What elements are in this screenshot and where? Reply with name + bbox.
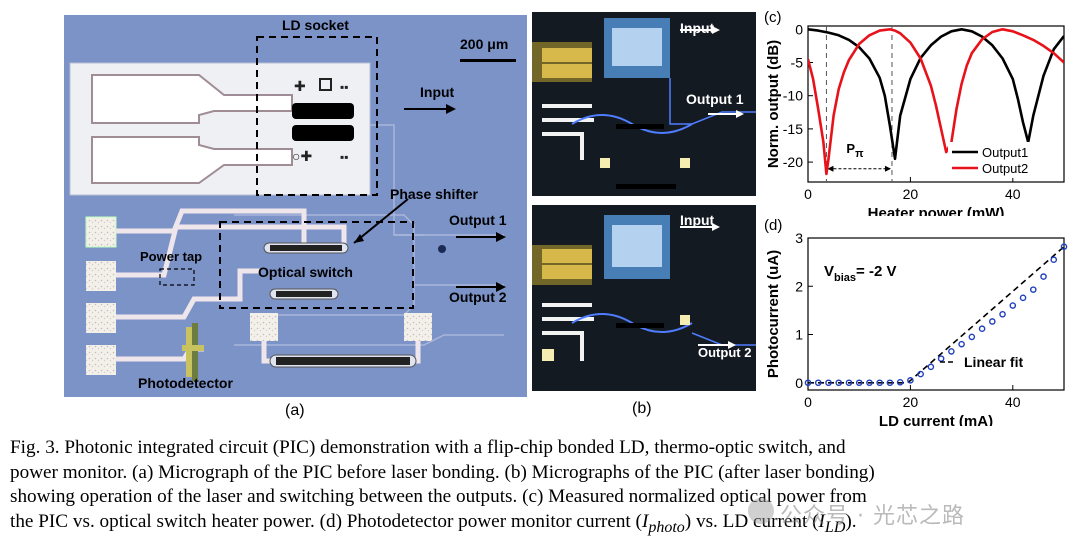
- data-point: [999, 310, 1006, 318]
- data-point: [804, 379, 812, 387]
- panel-label: (d): [764, 217, 782, 234]
- label-input-a: Input: [420, 84, 455, 100]
- label-input-b-top: Input: [680, 20, 715, 36]
- x-tick-label: 0: [804, 186, 812, 202]
- svg-text:▪▪: ▪▪: [340, 80, 349, 94]
- data-point: [1040, 273, 1047, 280]
- plot-frame: [807, 25, 1065, 183]
- legend-label: Output2: [982, 161, 1028, 176]
- svg-text:○✚: ○✚: [292, 148, 312, 164]
- y-axis-label: Photocurrent (uA): [765, 250, 782, 378]
- label-phase-shifter: Phase shifter: [390, 186, 478, 202]
- label-input-b-bottom: Input: [680, 212, 715, 228]
- y-tick-label: 3: [795, 230, 803, 246]
- label-power-tap: Power tap: [140, 249, 203, 264]
- micrograph-b-top: [532, 12, 756, 196]
- data-point: [968, 333, 976, 341]
- y-tick-label: 2: [795, 278, 803, 294]
- data-point: [978, 325, 986, 333]
- data-point: [896, 378, 904, 386]
- y-tick-label: 0: [795, 21, 803, 37]
- label-output2-a: Output 2: [449, 289, 507, 305]
- data-point: [845, 379, 853, 387]
- data-point: [917, 370, 924, 378]
- label-optical-switch: Optical switch: [258, 264, 353, 280]
- x-tick-label: 20: [903, 394, 919, 410]
- legend-label: Output1: [982, 145, 1028, 160]
- panel-label-a: (a): [285, 402, 305, 419]
- p-pi-label: Pπ: [846, 141, 864, 160]
- x-axis-label: LD current (mA): [879, 413, 993, 426]
- data-point: [866, 379, 873, 387]
- x-tick-label: 40: [1005, 186, 1021, 202]
- panel-label-b: (b): [632, 400, 652, 417]
- y-tick-label: -10: [783, 88, 803, 104]
- wechat-icon: [748, 498, 774, 524]
- label-output1-a: Output 1: [449, 212, 507, 228]
- data-point: [1050, 256, 1058, 264]
- data-point: [1029, 286, 1037, 293]
- data-point: [814, 379, 822, 387]
- x-tick-label: 0: [804, 394, 812, 410]
- v-bias-label: Vbias= -2 V: [824, 263, 896, 284]
- p-pi-arrowhead: [827, 165, 834, 172]
- caption-line-1: Fig. 3. Photonic integrated circuit (PIC…: [10, 437, 846, 458]
- y-tick-label: 0: [795, 375, 803, 391]
- caption-line-3: showing operation of the laser and switc…: [10, 486, 867, 507]
- series-line-output1: [808, 28, 1064, 161]
- plot-frame: [807, 237, 1065, 391]
- legend-box: [948, 142, 1062, 178]
- data-point: [825, 379, 832, 387]
- data-point: [958, 340, 965, 348]
- data-point: [1060, 243, 1068, 250]
- data-point: [855, 379, 863, 387]
- label-output2-b: Output 2: [698, 345, 752, 360]
- figure-caption: Fig. 3. Photonic integrated circuit (PIC…: [10, 436, 1074, 540]
- label-output1-b: Output 1: [686, 91, 744, 107]
- data-point: [886, 379, 894, 387]
- x-axis-label: Heater power (mW): [868, 205, 1005, 216]
- y-tick-label: 1: [795, 327, 803, 343]
- label-ld-socket: LD socket: [282, 17, 349, 33]
- label-photodetector: Photodetector: [138, 375, 233, 391]
- watermark: 公众号 · 光芯之路: [780, 504, 965, 529]
- data-point: [927, 363, 935, 371]
- legend-label: Linear fit: [964, 354, 1023, 370]
- chart-d: (d) 0 20 40 0 1 2 3 LD current (mA) Photocurrent …: [764, 217, 1068, 426]
- data-point: [937, 355, 945, 362]
- svg-text:✚: ✚: [294, 78, 306, 94]
- caption-line-4: the PIC vs. optical switch heater power.…: [10, 510, 857, 536]
- linear-fit-line: [808, 246, 1065, 384]
- data-point: [989, 318, 996, 325]
- micrograph-a: ✚ ▪▪ ○✚ ▪▪: [64, 15, 527, 397]
- y-tick-label: -20: [783, 154, 803, 170]
- y-tick-label: -15: [783, 121, 803, 137]
- p-pi-arrowhead: [884, 165, 891, 172]
- data-point: [948, 348, 955, 355]
- data-point: [1019, 294, 1027, 302]
- caption-line-2: power monitor. (a) Micrograph of the PIC…: [10, 461, 875, 483]
- data-point: [835, 379, 843, 387]
- panel-label: (c): [764, 9, 782, 26]
- data-point: [876, 379, 883, 387]
- micrograph-b-bottom: [532, 205, 756, 391]
- data-point: [1009, 302, 1017, 309]
- x-tick-label: 20: [903, 186, 919, 202]
- label-scale-bar: 200 μm: [460, 36, 509, 52]
- data-point: [907, 377, 914, 384]
- series-line-output2: [808, 28, 1064, 176]
- x-tick-label: 40: [1005, 394, 1021, 410]
- y-axis-label: Norm. output (dB): [765, 40, 782, 168]
- y-tick-label: -5: [791, 55, 804, 71]
- svg-text:▪▪: ▪▪: [340, 150, 349, 164]
